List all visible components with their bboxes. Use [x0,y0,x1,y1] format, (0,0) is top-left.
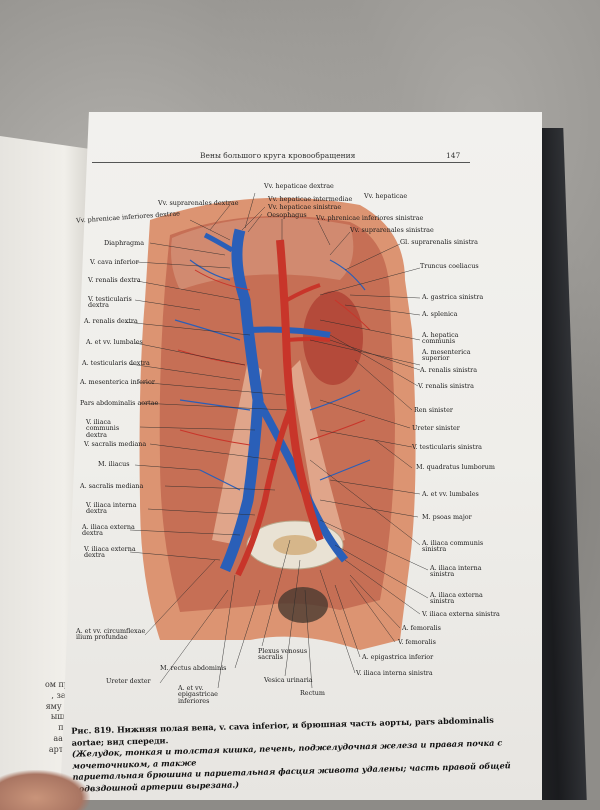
figure-label: Ureter sinister [412,424,460,432]
figure-label: Vv. phrenicae inferiores sinistrae [316,214,424,222]
figure-label: Vv. hepaticae sinistrae [268,203,342,211]
small-arteries [177,269,371,446]
right-psoas [212,360,262,545]
right-iliac-artery [235,408,293,577]
renal-artery [286,337,331,342]
figure-label: V. renalis sinistra [418,382,474,390]
label-leader-lines [124,192,429,689]
figure-label: V. cava inferior [90,258,139,266]
figure-label: Truncus coeliacus [420,262,479,270]
figure-label: A. renalis sinistra [420,366,478,374]
figure-label: M. iliacus [98,460,130,468]
figure-label: Vv. suprarenales dextrae [158,199,239,207]
figure-label: A. femoralis [402,624,441,632]
figure-label: A. iliaca communis sinistra [422,539,484,554]
celiac-trunk [286,283,321,302]
figure-label: V. iliaca externa sinistra [422,610,500,618]
figure-label: Plexus venosus sacralis [258,647,308,662]
figure-label: A. et vv. lumbales [422,490,479,498]
figure-label: A. testicularis dextra [82,359,150,367]
figure-label: Diaphragma [104,239,145,247]
figure-label: M. quadratus lumborum [416,463,495,471]
figure-label: A. iliaca externa sinistra [430,591,483,606]
renal-vein [249,326,331,338]
header-rule [92,162,470,163]
small-veins [174,259,371,491]
figure-label: A. gastrica sinistra [422,293,484,301]
figure-label: V. iliaca externa dextra [84,545,136,560]
figure-label: Vv. hepaticae intermediae [268,195,353,203]
figure-label: V. femoralis [398,638,436,646]
figure-label: A. et vv. circumflexae ilium profundae [76,627,146,642]
figure-label: M. rectus abdominis [160,664,227,672]
figure-label: Pars abdominalis aortae [80,399,159,407]
figure-label: Vesica urinaria [264,676,313,684]
figure-label: V. iliaca interna sinistra [356,669,433,677]
figure-label: M. psoas major [422,513,472,521]
figure-label: A. renalis dextra [84,317,138,325]
figure-label: Ren sinister [414,406,453,414]
figure-label: A. iliaca interna sinistra [430,564,482,579]
figure-label: A. splenica [422,310,458,318]
figure-label: Gl. suprarenalis sinistra [400,238,478,246]
figure-label: A. iliaca externa dextra [82,523,135,538]
diaphragm [171,217,354,290]
figure-label: A. sacralis mediana [80,482,144,490]
figure-label: Oesophagus [267,211,307,219]
abdominal-aorta [276,239,324,542]
figure-label: Vv. hepaticae dextrae [264,182,334,190]
figure-label: A. mesenterica superior [422,348,471,363]
left-psoas [290,360,345,548]
bladder-inner [273,535,317,555]
figure-label: Vv. suprarenales sinistrae [350,226,434,234]
figure-label: V. iliaca interna dextra [86,501,137,516]
figure-label: A. et vv. lumbales [86,338,143,346]
hepatic-veins [203,232,234,253]
running-head: Вены большого круга кровообращения [200,151,356,160]
figure-label: Vv. hepaticae [364,192,408,200]
figure-label: A. et vv. epigastricae inferiores [178,684,218,705]
figure-label: A. mesenterica inferior [80,378,155,386]
finger [0,770,90,810]
figure-label: Ureter dexter [106,677,151,685]
figure-label: V. testicularis sinistra [412,443,482,451]
figure-label: A. hepatica communis [422,331,459,346]
figure-label: A. epigastrica inferior [362,653,434,661]
figure-label: V. renalis dextra [88,276,141,284]
page-number: 147 [446,151,461,160]
figure-label: V. testicularis dextra [88,295,132,310]
figure-caption: Рис. 819. Нижняя полая вена, v. cava inf… [71,714,513,794]
figure-label: V. iliaca communis dextra [86,418,120,439]
left-kidney [303,291,363,385]
figure-label: V. sacralis mediana [84,440,147,448]
rectum-region [278,587,328,623]
figure-label: Rectum [300,689,325,697]
